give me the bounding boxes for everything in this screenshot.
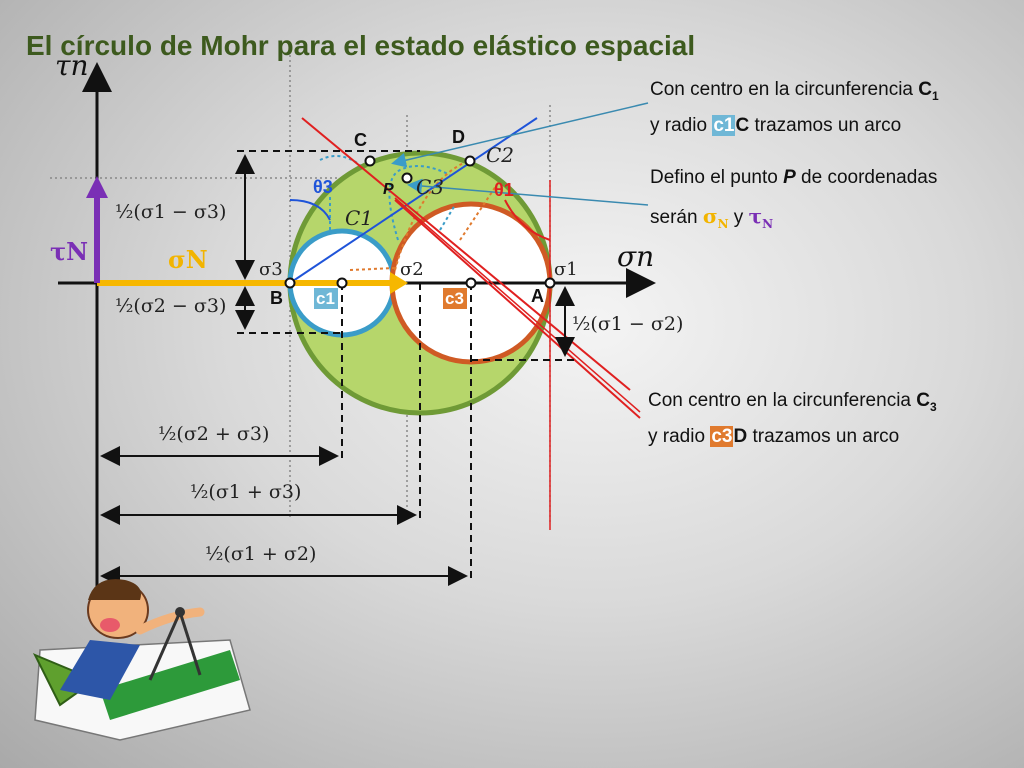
tau-n-label: τN [50, 237, 88, 266]
point-c1 [336, 277, 348, 289]
note-2: Defino el punto P de coordenadas serán σ… [650, 167, 938, 231]
svg-text:A: A [531, 286, 544, 306]
svg-text:B: B [270, 288, 283, 308]
svg-text:C2: C2 [486, 143, 514, 167]
svg-text:P: P [383, 181, 394, 198]
svg-text:θ1: θ1 [494, 180, 514, 200]
sigma-n-label: σN [168, 245, 208, 274]
point-P [401, 172, 413, 184]
svg-text:σ1: σ1 [554, 259, 578, 280]
svg-text:½(σ1 − σ2): ½(σ1 − σ2) [572, 313, 683, 335]
sigma-axis-label: σn [617, 240, 654, 273]
blue-line [289, 117, 538, 284]
svg-text:½(σ2 + σ3): ½(σ2 + σ3) [158, 423, 269, 445]
svg-text:C: C [354, 130, 367, 150]
point-D [464, 155, 476, 167]
svg-text:C1: C1 [345, 206, 373, 230]
svg-text:σ3: σ3 [259, 259, 283, 280]
red-line-1 [301, 117, 631, 391]
svg-text:C3: C3 [416, 175, 444, 199]
point-C [364, 155, 376, 167]
svg-text:½(σ1 + σ3): ½(σ1 + σ3) [190, 481, 301, 503]
red-line-2 [394, 199, 641, 419]
svg-text:θ3: θ3 [313, 177, 333, 197]
point-B [284, 277, 296, 289]
page-title: El círculo de Mohr para el estado elásti… [26, 30, 696, 61]
svg-text:c1: c1 [316, 289, 335, 308]
engineer-with-compass-icon [32, 579, 251, 741]
point-c3 [465, 277, 477, 289]
note-3: Con centro en la circunferencia C3 y rad… [648, 390, 937, 447]
svg-text:D: D [452, 127, 465, 147]
note-1: Con centro en la circunferencia C1 y rad… [650, 79, 939, 136]
svg-text:½(σ1 − σ3): ½(σ1 − σ3) [115, 201, 226, 223]
svg-text:½(σ1 + σ2): ½(σ1 + σ2) [205, 543, 316, 565]
arc-c3 [394, 159, 471, 271]
tau-axis-label: τn [55, 49, 89, 82]
point-A [544, 277, 556, 289]
svg-text:½(σ2 − σ3): ½(σ2 − σ3) [115, 295, 226, 317]
svg-text:c3: c3 [445, 289, 464, 308]
svg-text:σ2: σ2 [400, 259, 424, 280]
